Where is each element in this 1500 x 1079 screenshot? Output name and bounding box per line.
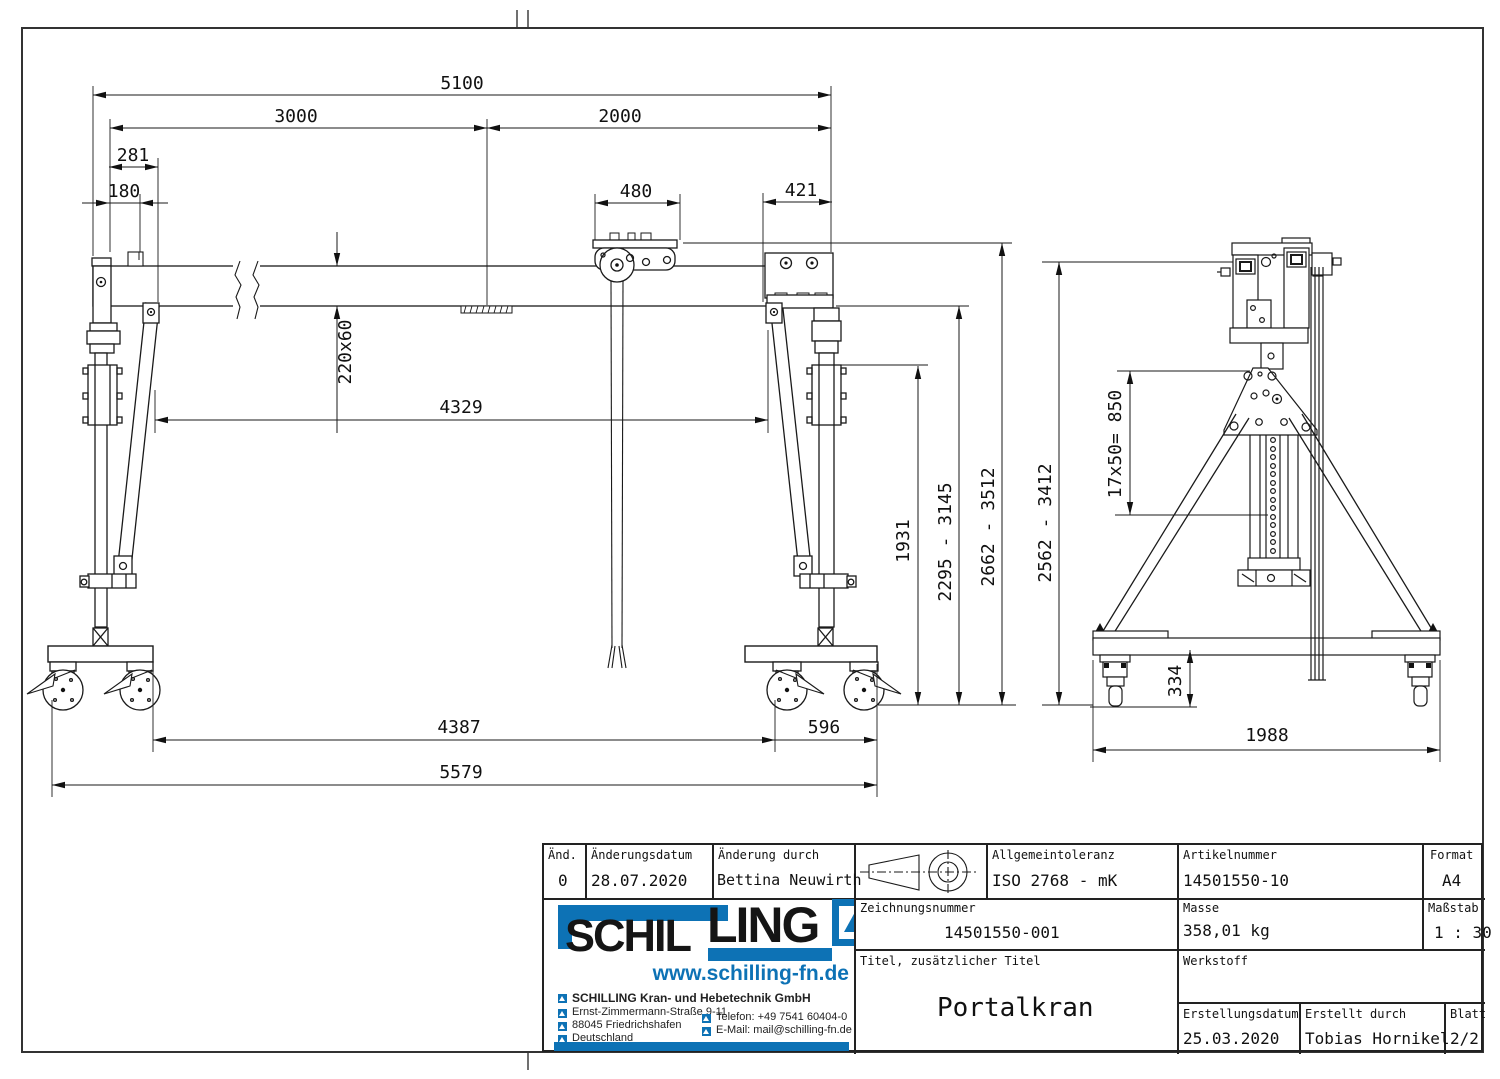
centering-tick-marks: [516, 10, 529, 1070]
lifting-strap: [607, 280, 627, 669]
dim-281: 281: [117, 145, 150, 166]
sheet-label: Blatt: [1450, 1007, 1487, 1021]
extension-lines: [51, 86, 1441, 797]
mass-label: Masse: [1183, 901, 1220, 915]
dim-2562-3412: 2562 - 3412: [1035, 463, 1056, 582]
logo-text-schil: SCHIL: [565, 910, 692, 961]
created-date-label: Erstellungsdatum: [1183, 1007, 1299, 1021]
article-value: 14501550-10: [1183, 871, 1289, 890]
rev-date-value: 28.07.2020: [591, 871, 688, 890]
dimension-labels: 5100 3000 2000 281 180 480 421 220x60 43…: [108, 73, 1289, 783]
dim-596: 596: [808, 717, 841, 738]
logo-website: www.schilling-fn.de: [652, 962, 849, 985]
dim-334: 334: [1165, 665, 1186, 698]
dim-5579: 5579: [439, 762, 482, 783]
scale-label: Maßstab: [1428, 901, 1479, 915]
rev-label: Änd.: [548, 848, 577, 862]
title-block: Änd. 0 Änderungsdatum 28.07.2020 Änderun…: [542, 843, 1492, 1054]
company-logo: SCHIL LING www.schilling-fn.de SCHILLING…: [544, 898, 854, 1054]
logo-triangle-icon: [832, 899, 854, 946]
dimension-lines: [52, 94, 1440, 786]
dim-span-right: 2000: [598, 106, 641, 127]
dim-4387: 4387: [437, 717, 480, 738]
tolerance-value: ISO 2768 - mK: [992, 871, 1118, 890]
logo-bullet-icon: [702, 1027, 711, 1036]
dim-hole-pattern: 17x50= 850: [1105, 390, 1126, 498]
logo-phone: Telefon: +49 7541 60404-0: [716, 1011, 848, 1023]
logo-email: E-Mail: mail@schilling-fn.de: [716, 1024, 852, 1036]
logo-bullet-icon: [558, 1009, 567, 1018]
logo-address-country: Deutschland: [572, 1032, 634, 1044]
logo-bullet-icon: [558, 1022, 567, 1031]
dim-2295-3145: 2295 - 3145: [935, 482, 956, 601]
dim-beam-section: 220x60: [335, 319, 356, 384]
created-by-label: Erstellt durch: [1305, 1007, 1407, 1021]
dim-180: 180: [108, 181, 141, 202]
rev-date-label: Änderungsdatum: [591, 848, 693, 862]
drawing-no-value: 14501550-001: [944, 923, 1060, 942]
left-leg: [26, 257, 161, 711]
trolley: [592, 232, 678, 283]
format-label: Format: [1430, 848, 1474, 862]
scale-value: 1 : 30: [1434, 923, 1492, 942]
right-leg: [744, 252, 902, 711]
dim-2662-3512: 2662 - 3512: [978, 467, 999, 586]
dim-421: 421: [785, 180, 818, 201]
created-by-value: Tobias Hornikel: [1305, 1029, 1450, 1048]
dim-1988: 1988: [1245, 725, 1288, 746]
dim-span-left: 3000: [274, 106, 317, 127]
dim-4329: 4329: [439, 397, 482, 418]
side-view-linework: [1092, 237, 1441, 707]
logo-company-name: SCHILLING Kran- und Hebetechnik GmbH: [572, 991, 811, 1005]
projection-symbol-icon: [860, 850, 978, 894]
logo-address-city: 88045 Friedrichshafen: [572, 1019, 682, 1031]
logo-address-street: Ernst-Zimmermann-Straße 9-11: [572, 1006, 728, 1018]
material-label: Werkstoff: [1183, 954, 1249, 968]
article-label: Artikelnummer: [1183, 848, 1277, 862]
drawing-no-label: Zeichnungsnummer: [860, 901, 976, 915]
main-view-linework: [26, 232, 902, 711]
drawing-title: Portalkran: [937, 993, 1094, 1023]
created-date-value: 25.03.2020: [1183, 1029, 1280, 1048]
logo-bullet-icon: [558, 994, 567, 1003]
side-view-casters: [1099, 654, 1436, 707]
logo-bullet-icon: [702, 1014, 711, 1023]
logo-text-ling: LING: [707, 898, 820, 953]
dim-total-width: 5100: [440, 73, 483, 94]
tolerance-label: Allgemeintoleranz: [992, 848, 1115, 862]
logo-bullet-icon: [558, 1035, 567, 1044]
dim-trolley-480: 480: [620, 181, 653, 202]
rev-value: 0: [558, 871, 568, 890]
sheet-frame: [21, 27, 1484, 1053]
dim-1931: 1931: [893, 519, 914, 562]
dimension-arrows: [52, 91, 1440, 789]
adjustment-holes: [1269, 437, 1276, 554]
rev-by-label: Änderung durch: [718, 848, 820, 862]
format-value: A4: [1442, 871, 1462, 890]
rev-by-value: Bettina Neuwirth: [717, 871, 862, 889]
sheet-value: 2/2: [1450, 1029, 1479, 1048]
title-label: Titel, zusätzlicher Titel: [860, 954, 1041, 968]
mass-value: 358,01 kg: [1183, 921, 1270, 940]
